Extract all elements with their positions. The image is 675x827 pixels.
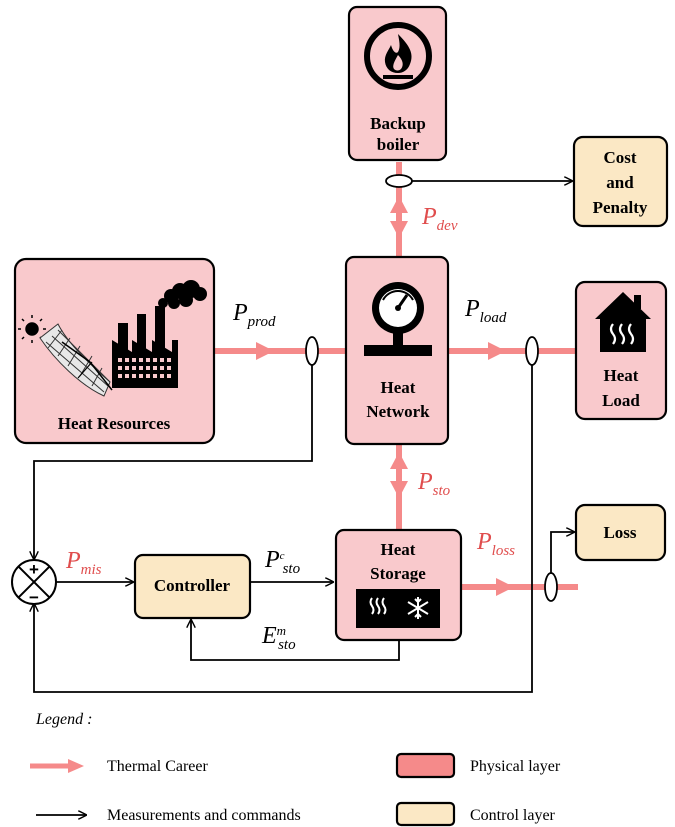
legend-thermal-arrowhead [68,759,84,773]
signal-loss [550,532,574,573]
signal-lines [34,181,574,693]
sensor-prod [305,336,319,366]
label-p-loss: Ploss [476,529,515,559]
backup-boiler-label-1: Backup [370,114,426,133]
loss-label: Loss [603,523,636,542]
summer-plus: + [29,560,39,579]
label-p-load: Pload [464,296,507,326]
heat-load-node: Heat Load [574,280,668,421]
flow-dev-arrow-down [390,221,408,238]
cost-label-3: Penalty [593,198,648,217]
flow-sto-arrow-down [390,481,408,498]
summing-junction: + − [11,559,57,607]
label-p-dev: Pdev [421,204,458,234]
signal-load-to-summer [34,365,533,693]
backup-boiler-label-2: boiler [377,135,420,154]
heat-resources-node: Heat Resources [13,257,216,445]
flow-dev-arrow-up [390,196,408,213]
heat-waves-icon [369,597,387,615]
solar-dish-icon [39,323,113,397]
cost-penalty-node: Cost and Penalty [572,135,669,228]
flow-sto-arrow-up [390,452,408,469]
legend-physical-label: Physical layer [470,758,561,775]
sensor-loss [544,572,558,602]
heat-storage-label-1: Heat [381,540,416,559]
cost-label-2: and [606,173,634,192]
flow-load-arrowhead [488,342,506,360]
pressure-gauge-icon [364,282,432,356]
label-p-mis: Pmis [65,548,102,578]
summer-minus: − [29,588,39,607]
heat-network-label-2: Network [366,402,430,421]
heat-load-label-2: Load [602,391,640,410]
flow-prod-arrowhead [256,342,274,360]
legend-control-label: Control layer [470,807,556,824]
smoke-icon [158,280,207,309]
sensor-dev [385,174,413,188]
cost-label-1: Cost [603,148,636,167]
snowflake-icon [407,597,429,619]
controller-node: Controller [133,553,252,620]
sun-icon [18,315,46,343]
legend-control-swatch [395,801,456,827]
heat-load-label-1: Heat [604,366,639,385]
controller-label: Controller [154,576,231,595]
flow-loss-arrowhead [496,578,514,596]
heat-storage-label-2: Storage [370,564,426,583]
heat-resources-label: Heat Resources [58,414,171,433]
sensor-load [525,336,539,366]
legend-thermal-label: Thermal Career [107,758,209,775]
loss-node: Loss [574,503,667,562]
factory-icon [112,306,178,388]
legend-physical-swatch [395,752,456,779]
legend-title: Legend : [35,711,92,728]
legend: Legend : Thermal Career Measurements and… [30,711,561,827]
backup-boiler-node: Backup boiler [347,5,448,162]
fire-icon [364,22,432,90]
signal-prod-to-summer [34,365,313,559]
heat-network-label-1: Heat [381,378,416,397]
sensors [305,174,558,602]
heat-network-node: Heat Network [344,255,450,446]
house-heat-icon [595,292,651,352]
storage-icon-panel [356,589,440,628]
signal-storage-to-controller [191,620,400,661]
legend-measurement-label: Measurements and commands [107,807,301,824]
label-p-prod: Pprod [232,300,276,330]
heat-storage-node: Heat Storage [334,528,463,642]
label-p-sto: Psto [417,469,451,499]
